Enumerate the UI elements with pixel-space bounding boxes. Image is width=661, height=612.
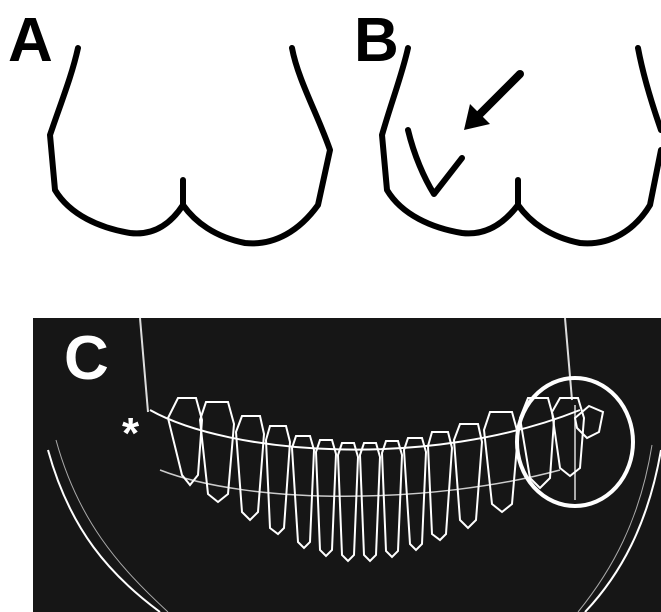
- panel-c-label: C: [64, 328, 109, 390]
- arrow-icon: [464, 74, 520, 130]
- panel-b-defect: [408, 130, 462, 194]
- panel-c-asterisk-marker: *: [122, 412, 139, 456]
- panel-b-label: B: [354, 10, 399, 72]
- panel-c-xray: [33, 318, 661, 612]
- xray-background: [33, 318, 661, 612]
- panel-a-label: A: [8, 10, 53, 72]
- panel-a-molar-outline: [50, 48, 330, 243]
